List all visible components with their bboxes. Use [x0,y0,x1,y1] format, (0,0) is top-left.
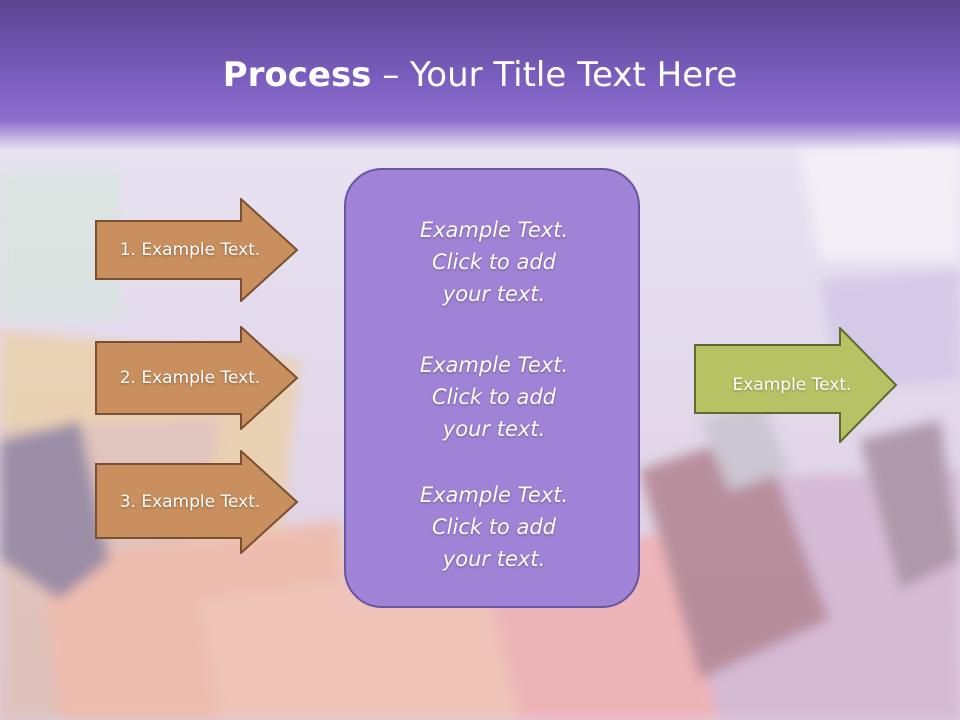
center-text-line: your text. [442,282,546,306]
arrow-right-shape [95,450,299,554]
step-label: 3. Example Text. [119,492,261,512]
center-text-line: Example Text. [419,353,569,377]
center-text-block-1: Example Text. Click to add your text. [346,214,642,310]
center-text-line: Click to add [431,250,556,274]
center-text-line: Example Text. [419,483,569,507]
center-text-line: your text. [442,547,546,571]
page-title[interactable]: Process – Your Title Text Here [0,52,960,98]
center-text-line: Example Text. [419,218,569,242]
center-text-block-3: Example Text. Click to add your text. [346,479,642,575]
step-arrow-3[interactable]: 3. Example Text. [95,450,299,554]
output-arrow[interactable]: Example Text. [694,325,898,445]
title-rest: – Your Title Text Here [371,55,738,95]
center-text-line: Click to add [431,385,556,409]
arrow-right-shape [694,325,898,445]
center-text-box[interactable]: Example Text. Click to add your text. Ex… [344,168,640,608]
step-arrow-2[interactable]: 2. Example Text. [95,326,299,430]
arrow-right-shape [95,198,299,302]
step-label: 1. Example Text. [119,240,261,260]
title-bold: Process [222,55,372,95]
output-label: Example Text. [732,375,852,395]
arrow-right-shape [95,326,299,430]
step-arrow-1[interactable]: 1. Example Text. [95,198,299,302]
step-label: 2. Example Text. [119,368,261,388]
center-text-line: your text. [442,417,546,441]
title-bar [0,0,960,150]
center-text-line: Click to add [431,515,556,539]
center-text-block-2: Example Text. Click to add your text. [346,349,642,445]
